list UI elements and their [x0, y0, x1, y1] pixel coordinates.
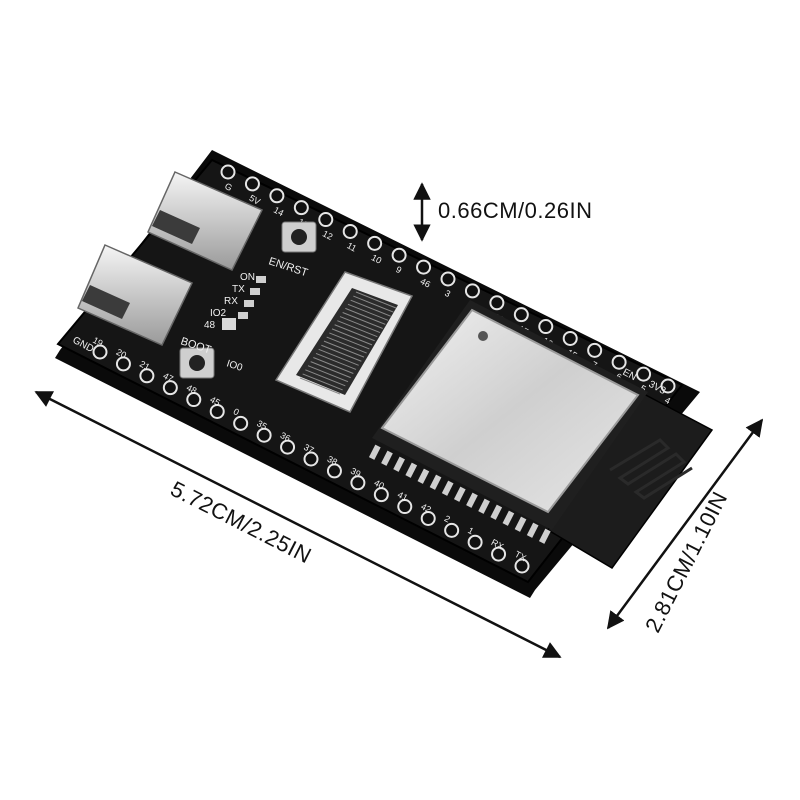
pin-label: 12 — [321, 228, 335, 242]
fpc-contact — [342, 312, 383, 329]
led-rx — [244, 300, 254, 307]
pin-hole — [538, 319, 554, 335]
fpc-contact — [337, 320, 378, 338]
fpc-contacts — [299, 291, 397, 395]
fpc-contact — [355, 291, 397, 309]
fpc-contact — [353, 295, 394, 313]
pin-hole — [513, 307, 529, 323]
pin-label: 21 — [138, 359, 152, 373]
pin-hole — [464, 283, 480, 299]
pin-label: 19 — [91, 335, 105, 349]
pin-hole — [244, 176, 260, 192]
pin-label: 5 — [639, 383, 648, 394]
fpc-contact — [329, 332, 370, 350]
fpc-contact — [318, 348, 359, 366]
pin-hole — [660, 378, 676, 394]
pin-hole — [318, 212, 334, 228]
pin-label: 47 — [161, 371, 175, 385]
silk-rx: RX — [224, 296, 238, 307]
fpc-contact — [302, 373, 343, 391]
pin-hole — [467, 534, 483, 550]
fpc-contact — [307, 365, 349, 383]
fpc-contact — [315, 352, 357, 370]
pin-label: 6 — [614, 371, 623, 382]
led-on — [256, 276, 266, 283]
shield-dot — [478, 331, 488, 341]
pin-hole — [489, 295, 505, 311]
pin-hole — [269, 188, 285, 204]
fpc-contact — [305, 369, 346, 387]
pin-hole — [342, 223, 358, 239]
pin-hole — [587, 342, 603, 358]
usb-c-port-top — [147, 171, 264, 271]
length-arrow — [34, 390, 562, 659]
fpc-contact — [326, 336, 367, 354]
pin-hole — [92, 344, 108, 360]
pin-hole — [220, 164, 236, 180]
pin-label: 46 — [419, 276, 433, 290]
pin-label: 10 — [370, 252, 384, 266]
fpc-contact — [321, 344, 362, 362]
silk-48: 48 — [204, 320, 216, 331]
boot-button — [179, 347, 215, 379]
fpc-contact — [310, 361, 351, 379]
pin-hole — [562, 330, 578, 346]
silk-tx: TX — [232, 284, 245, 295]
fpc-contact — [323, 340, 365, 358]
fpc-contact — [350, 299, 391, 317]
fpc-contact — [313, 357, 354, 374]
led-tx — [250, 288, 260, 295]
silk-io0: IO0 — [225, 358, 244, 374]
silk-on: ON — [240, 272, 255, 283]
pin-label: 11 — [345, 240, 358, 253]
pin-hole — [115, 356, 131, 372]
pin-hole — [636, 366, 652, 382]
pin-label: G — [223, 181, 234, 193]
pin-label: 4 — [663, 395, 672, 406]
fpc-contact — [345, 307, 386, 325]
pin-hole — [139, 368, 155, 384]
silk-io2: IO2 — [210, 308, 227, 319]
pin-hole — [367, 235, 383, 251]
pin-hole — [233, 415, 249, 431]
led-io2 — [238, 312, 248, 319]
pin-label: 20 — [115, 347, 129, 361]
fpc-contact — [331, 328, 373, 346]
reset-button — [281, 221, 317, 253]
fpc-contact — [339, 316, 381, 334]
pin-label: 14 — [272, 205, 286, 219]
fpc-contact — [347, 303, 389, 321]
usb-c-port-bottom — [77, 244, 194, 346]
fpc-slot — [296, 288, 398, 395]
pin-hole — [440, 271, 456, 287]
pin-hole — [416, 259, 432, 275]
pin-label: 9 — [394, 264, 403, 275]
fpc-contact — [334, 324, 375, 342]
led-rgb — [222, 318, 236, 330]
pin-hole — [611, 354, 627, 370]
pin-label: 3 — [443, 288, 452, 299]
width-arrow — [606, 418, 764, 630]
height-dimension-label: 0.66CM/0.26IN — [438, 198, 593, 223]
pin-hole — [444, 522, 460, 538]
pin-hole — [293, 200, 309, 216]
pin-label: 5V — [248, 193, 262, 207]
pin-hole — [391, 247, 407, 263]
